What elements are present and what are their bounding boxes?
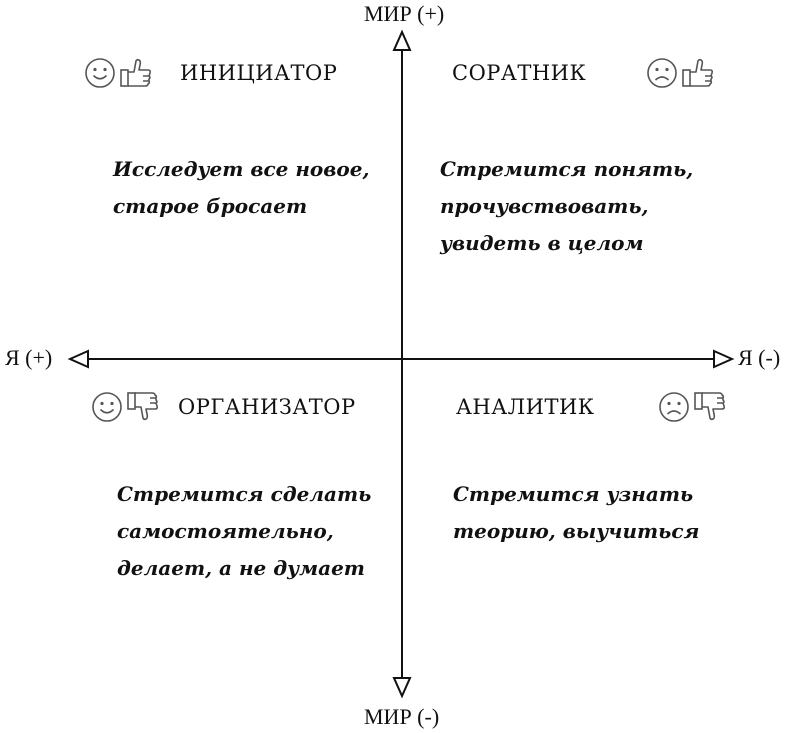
thumbs-down-icon — [127, 392, 159, 421]
quadrant-title-analyst: АНАЛИТИК — [456, 395, 595, 419]
arrow-right-icon — [713, 349, 735, 369]
arrow-left-icon — [67, 349, 89, 369]
thumbs-down-icon — [694, 392, 726, 421]
quadrant-desc-initiator: Исследует все новое, старое бросает — [113, 151, 369, 225]
quadrant-title-initiator: ИНИЦИАТОР — [180, 61, 338, 85]
desc-line: Стремится сделать — [117, 482, 372, 506]
sad-face-icon — [659, 392, 689, 422]
sad-face-icon — [647, 58, 677, 88]
arrow-down-icon — [392, 677, 412, 699]
quadrant-top-right-icons — [646, 57, 715, 89]
desc-line: делает, а не думает — [117, 556, 365, 580]
smiley-face-icon — [92, 392, 122, 422]
thumbs-up-icon — [682, 58, 714, 87]
axis-label-bottom: МИР (-) — [364, 704, 440, 729]
axis-label-right: Я (-) — [738, 345, 781, 370]
desc-line: прочувствовать, — [440, 194, 649, 218]
quadrant-desc-organizer: Стремится сделать самостоятельно, делает… — [117, 476, 371, 587]
desc-line: теорию, выучиться — [453, 519, 700, 543]
arrow-up-icon — [392, 29, 412, 51]
quadrant-bottom-right-icons — [658, 390, 727, 424]
quadrant-desc-analyst: Стремится узнать теорию, выучиться — [453, 476, 699, 550]
desc-line: Исследует все новое, — [113, 157, 370, 181]
desc-line: увидеть в целом — [440, 231, 644, 255]
desc-line: Стремится узнать — [453, 482, 694, 506]
quadrant-bottom-left-icons — [91, 390, 160, 424]
desc-line: самостоятельно, — [117, 519, 334, 543]
quadrant-title-associate: СОРАТНИК — [452, 61, 587, 85]
axis-label-top: МИР (+) — [364, 1, 445, 26]
desc-line: Стремится понять, — [440, 157, 694, 181]
quadrant-title-organizer: ОРГАНИЗАТОР — [178, 395, 356, 419]
axis-label-left: Я (+) — [5, 345, 53, 370]
quadrant-desc-associate: Стремится понять, прочувствовать, увидет… — [440, 151, 693, 262]
thumbs-up-icon — [120, 58, 152, 87]
quadrant-top-left-icons — [84, 57, 153, 89]
desc-line: старое бросает — [113, 194, 308, 218]
smiley-face-icon — [85, 58, 115, 88]
